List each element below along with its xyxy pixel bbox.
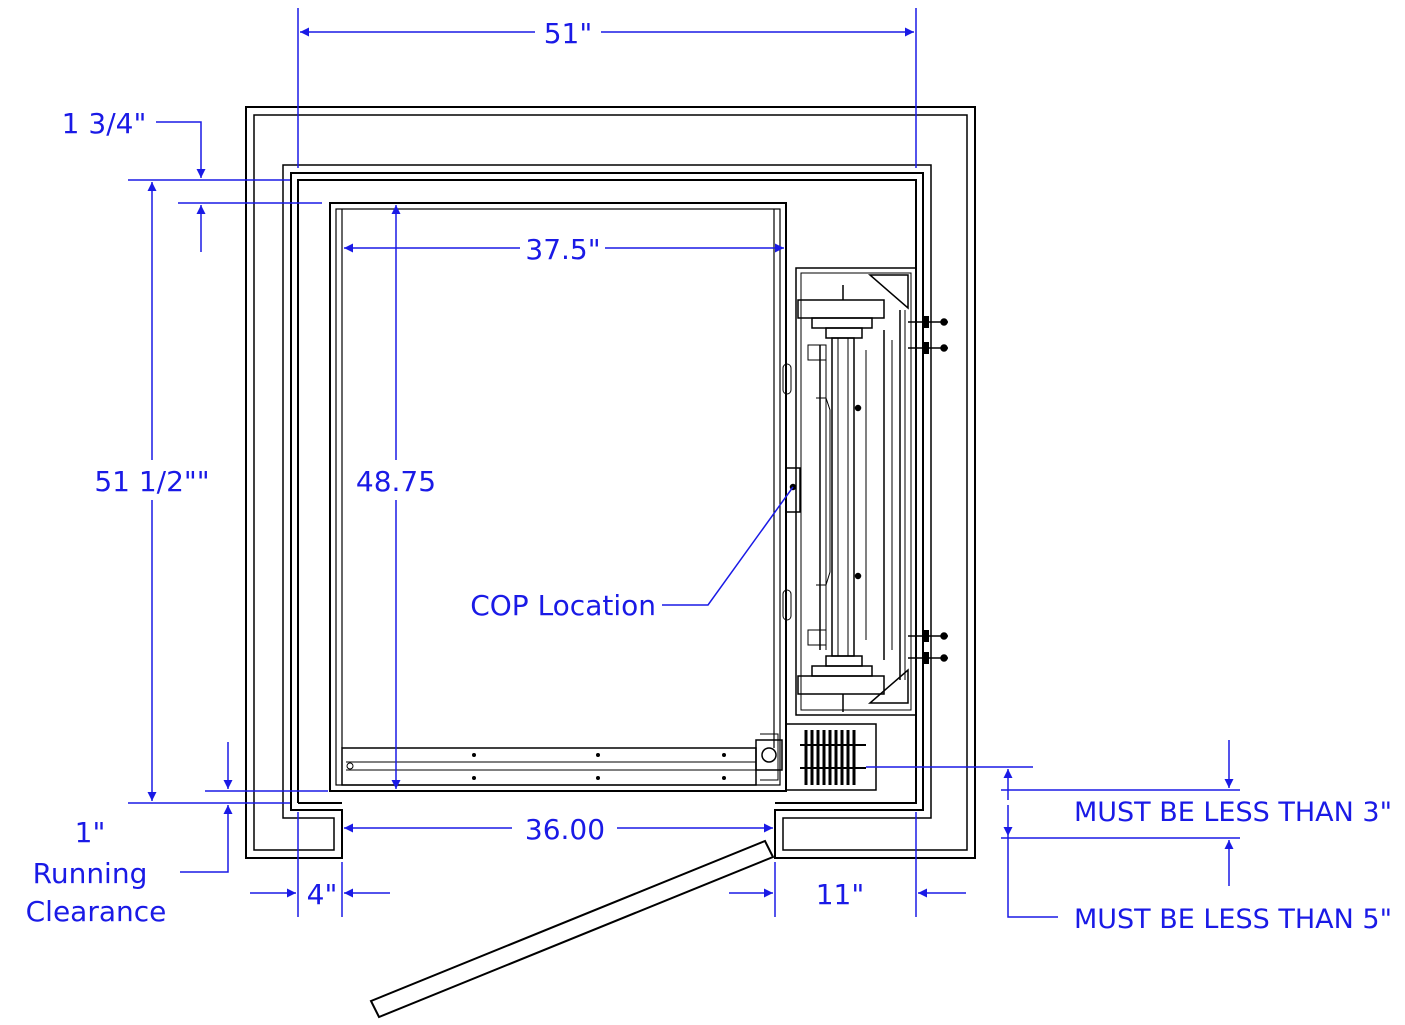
shaft-walls <box>245 106 976 859</box>
dim-cab-width: 37.5" <box>525 233 600 266</box>
cop-location-label: COP Location <box>470 589 656 622</box>
dim-running-clearance-value: 1" <box>75 816 106 849</box>
running-clearance-label-line1: Running <box>33 857 148 890</box>
dim-door-opening: 36.00 <box>525 813 605 846</box>
dim-shaft-width: 51" <box>544 17 593 50</box>
drive-rail-assembly <box>782 267 948 716</box>
note-gap-limit-5: MUST BE LESS THAN 5" <box>1074 904 1392 935</box>
running-clearance-label-line2: Clearance <box>26 895 167 928</box>
cop-panel <box>785 467 801 513</box>
gate-mechanism <box>755 723 877 791</box>
dim-left-return: 4" <box>307 878 338 911</box>
dim-shaft-depth: 51 1/2"" <box>94 465 209 498</box>
dim-right-return: 11" <box>816 878 865 911</box>
dim-cab-depth: 48.75 <box>356 465 436 498</box>
note-gap-limit-3: MUST BE LESS THAN 3" <box>1074 797 1392 828</box>
swing-door <box>369 839 775 1019</box>
dimension-lines <box>128 8 1240 918</box>
dimension-labels: 51" 1 3/4" 51 1/2"" 37.5" 48.75 COP Loca… <box>26 17 1392 935</box>
dim-wall-thickness: 1 3/4" <box>62 107 147 140</box>
